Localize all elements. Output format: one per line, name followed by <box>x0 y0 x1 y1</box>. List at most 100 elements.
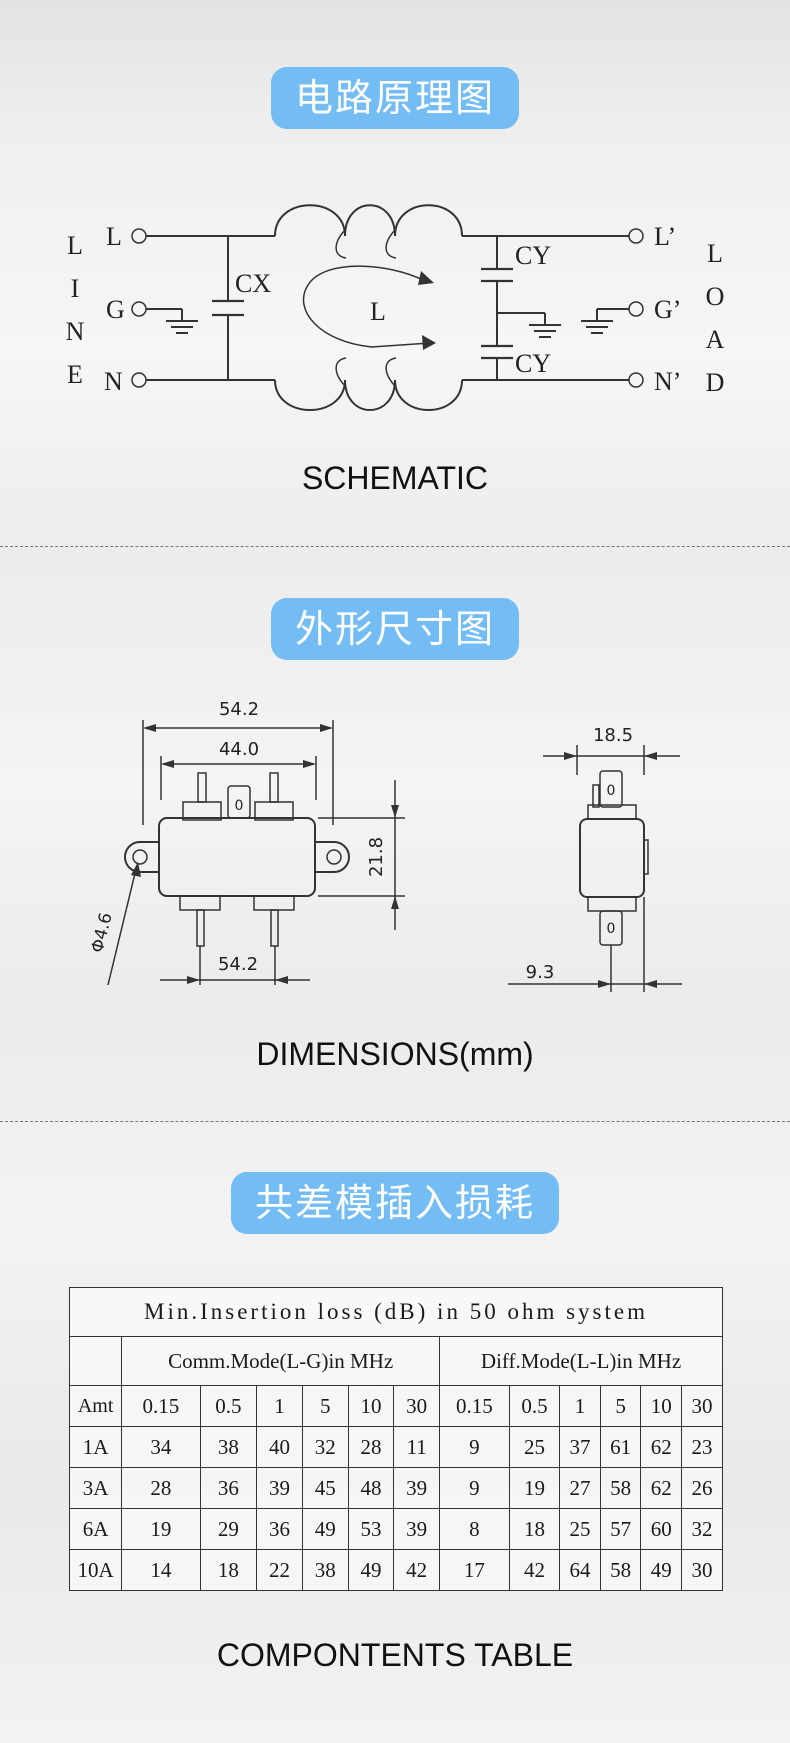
value-cell: 49 <box>301 1508 349 1550</box>
dim-side-width: 18.5 <box>593 725 633 746</box>
line-letter: I <box>71 274 80 303</box>
terminal-n-label: N <box>104 367 123 396</box>
freq-cell: 10 <box>640 1385 683 1427</box>
value-cell: 42 <box>393 1549 441 1591</box>
dimensions-heading: 外形尺寸图 <box>270 598 520 660</box>
value-cell: 53 <box>347 1508 395 1550</box>
value-cell: 39 <box>393 1508 441 1550</box>
table-corner <box>68 1336 123 1386</box>
cy-top-label: CY <box>515 241 551 270</box>
section-divider <box>0 546 790 547</box>
freq-cell: 30 <box>393 1385 441 1427</box>
value-cell: 14 <box>121 1549 201 1591</box>
value-cell: 18 <box>508 1508 561 1550</box>
load-letter: O <box>706 282 725 311</box>
dim-overall-width: 54.2 <box>219 699 259 720</box>
dimensions-drawing: 54.2 44.0 0 21.8 Φ4.6 54.2 18.5 0 <box>88 699 682 992</box>
value-cell: 17 <box>439 1549 510 1591</box>
cx-label: CX <box>235 269 271 298</box>
line-letter: E <box>67 360 83 389</box>
schematic-diagram: L I N E L O A D L G N L’ G’ N’ CX L <box>66 204 725 411</box>
value-cell: 29 <box>199 1508 258 1550</box>
side-tab-mark-bottom: 0 <box>607 921 616 937</box>
value-cell: 39 <box>256 1467 303 1509</box>
value-cell: 32 <box>301 1426 349 1468</box>
value-cell: 28 <box>121 1467 201 1509</box>
schematic-heading: 电路原理图 <box>270 67 520 129</box>
value-cell: 64 <box>559 1549 601 1591</box>
value-cell: 22 <box>256 1549 303 1591</box>
value-cell: 27 <box>559 1467 601 1509</box>
value-cell: 11 <box>393 1426 441 1468</box>
tab-mark: 0 <box>235 798 244 814</box>
value-cell: 45 <box>301 1467 349 1509</box>
insertion-heading: 共差模插入损耗 <box>230 1172 560 1234</box>
terminal-g-label: G <box>106 295 125 324</box>
dim-pin-spacing: 54.2 <box>218 954 258 975</box>
freq-cell: 0.15 <box>121 1385 201 1427</box>
freq-cell: 30 <box>681 1385 723 1427</box>
value-cell: 19 <box>508 1467 561 1509</box>
terminal-g2-label: G’ <box>654 295 681 324</box>
value-cell: 39 <box>393 1467 441 1509</box>
schematic-caption: SCHEMATIC <box>301 460 489 496</box>
table-row: 3A 28 36 39 45 48 39 9 19 27 58 62 26 <box>68 1467 723 1509</box>
value-cell: 57 <box>599 1508 642 1550</box>
line-letter: N <box>66 317 85 346</box>
value-cell: 40 <box>256 1426 303 1468</box>
terminal-l-node <box>131 228 147 244</box>
value-cell: 25 <box>508 1426 561 1468</box>
freq-cell: 1 <box>559 1385 601 1427</box>
table-row: 1A 34 38 40 32 28 11 9 25 37 61 62 23 <box>68 1426 723 1468</box>
insertion-caption: COMPONTENTS TABLE <box>216 1637 574 1673</box>
terminal-n2-node <box>628 372 644 388</box>
table-row: 10A 14 18 22 38 49 42 17 42 64 58 49 30 <box>68 1549 723 1591</box>
amt-cell: 3A <box>68 1467 123 1509</box>
value-cell: 61 <box>599 1426 642 1468</box>
terminal-l-label: L <box>106 222 122 251</box>
value-cell: 25 <box>559 1508 601 1550</box>
freq-cell: 0.15 <box>439 1385 510 1427</box>
value-cell: 9 <box>439 1426 510 1468</box>
table-title: Min.Insertion loss (dB) in 50 ohm system <box>69 1287 723 1337</box>
value-cell: 36 <box>199 1467 258 1509</box>
terminal-n2-label: N’ <box>654 367 681 396</box>
amt-cell: 10A <box>68 1549 123 1591</box>
value-cell: 58 <box>599 1549 642 1591</box>
value-cell: 34 <box>121 1426 201 1468</box>
value-cell: 36 <box>256 1508 303 1550</box>
freq-cell: 10 <box>347 1385 395 1427</box>
load-letter: L <box>707 239 723 268</box>
value-cell: 60 <box>640 1508 683 1550</box>
freq-row: Amt 0.15 0.5 1 5 10 30 0.15 0.5 1 5 10 3… <box>68 1385 723 1427</box>
value-cell: 32 <box>681 1508 723 1550</box>
value-cell: 18 <box>199 1549 258 1591</box>
amt-cell: 1A <box>68 1426 123 1468</box>
side-tab-mark-top: 0 <box>607 783 616 799</box>
value-cell: 42 <box>508 1549 561 1591</box>
value-cell: 48 <box>347 1467 395 1509</box>
value-cell: 8 <box>439 1508 510 1550</box>
terminal-l2-node <box>628 228 644 244</box>
amt-header: Amt <box>68 1385 123 1427</box>
choke-arrow-bottom <box>422 335 436 350</box>
value-cell: 62 <box>640 1426 683 1468</box>
terminal-g-node <box>131 301 147 317</box>
terminal-l2-label: L’ <box>654 222 676 251</box>
section-divider <box>0 1121 790 1122</box>
value-cell: 23 <box>681 1426 723 1468</box>
choke-label: L <box>370 297 386 326</box>
freq-cell: 0.5 <box>508 1385 561 1427</box>
freq-cell: 5 <box>599 1385 642 1427</box>
dim-hole: Φ4.6 <box>88 911 117 955</box>
dimensions-caption: DIMENSIONS(mm) <box>256 1036 534 1072</box>
cy-bottom-label: CY <box>515 349 551 378</box>
terminal-g2-node <box>628 301 644 317</box>
value-cell: 37 <box>559 1426 601 1468</box>
dim-body-width: 44.0 <box>219 739 259 760</box>
value-cell: 58 <box>599 1467 642 1509</box>
terminal-n-node <box>131 372 147 388</box>
freq-cell: 1 <box>256 1385 303 1427</box>
insertion-loss-table: Min.Insertion loss (dB) in 50 ohm system… <box>68 1287 723 1591</box>
line-letter: L <box>67 231 83 260</box>
